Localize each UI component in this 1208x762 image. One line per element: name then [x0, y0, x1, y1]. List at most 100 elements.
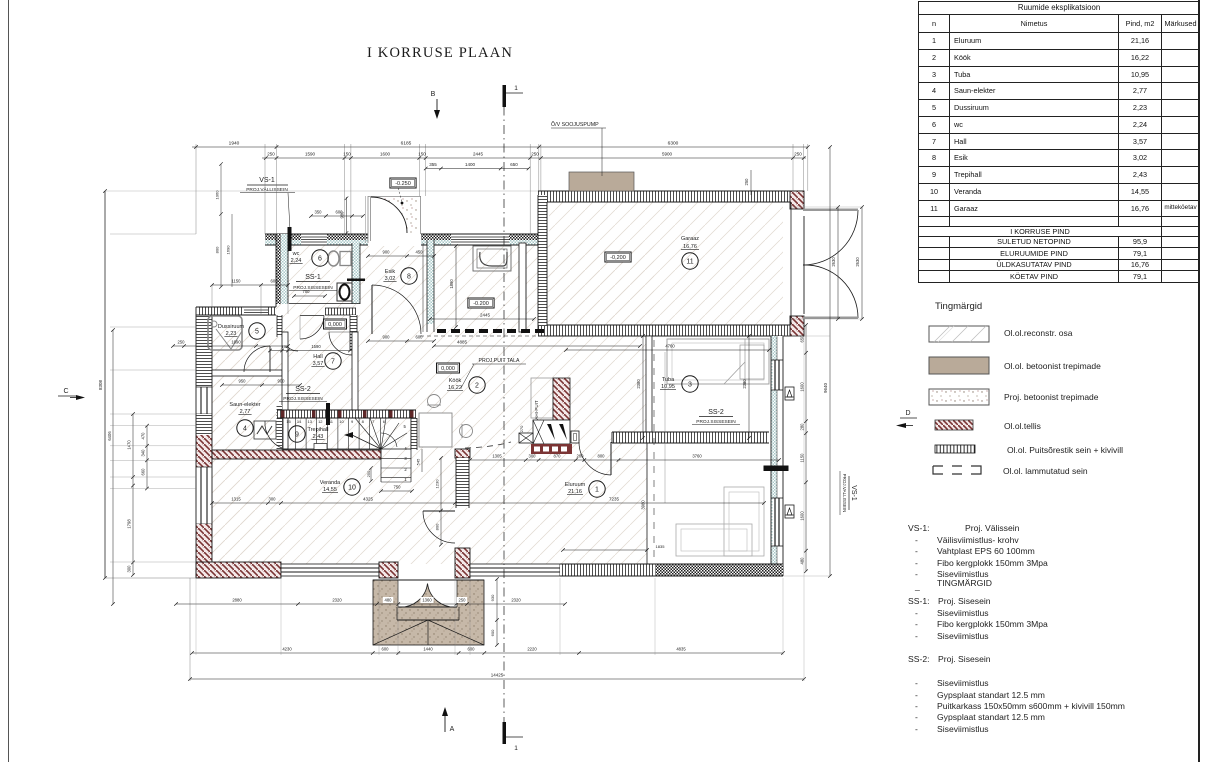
svg-text:VS-1: VS-1: [259, 177, 275, 184]
svg-text:1305: 1305: [492, 454, 502, 459]
svg-text:350: 350: [315, 210, 323, 215]
svg-text:10: 10: [348, 485, 356, 492]
svg-text:1590: 1590: [311, 344, 321, 349]
svg-text:1798: 1798: [127, 519, 132, 529]
svg-text:6: 6: [383, 419, 386, 424]
svg-text:600: 600: [468, 647, 476, 652]
svg-text:1600: 1600: [380, 152, 391, 157]
svg-text:B: B: [431, 91, 436, 98]
svg-text:9640: 9640: [823, 382, 828, 393]
svg-text:150: 150: [282, 344, 289, 349]
svg-text:0,000: 0,000: [441, 366, 455, 372]
svg-text:600: 600: [382, 647, 390, 652]
svg-text:480: 480: [385, 598, 393, 603]
svg-text:900: 900: [383, 250, 391, 255]
svg-text:1440: 1440: [423, 647, 433, 652]
svg-text:930: 930: [490, 594, 495, 601]
svg-text:2220: 2220: [527, 647, 537, 652]
svg-text:-0.200: -0.200: [473, 301, 489, 307]
svg-text:300: 300: [127, 565, 132, 573]
svg-text:1600: 1600: [800, 511, 805, 521]
svg-text:C: C: [63, 388, 68, 395]
svg-text:Trepihall: Trepihall: [308, 427, 329, 433]
svg-text:SS-2: SS-2: [708, 409, 724, 416]
svg-text:300: 300: [529, 454, 537, 459]
svg-text:2445: 2445: [473, 152, 484, 157]
svg-text:600: 600: [336, 210, 344, 215]
svg-text:2,43: 2,43: [313, 434, 324, 440]
svg-text:300: 300: [269, 497, 277, 502]
svg-text:1690: 1690: [226, 245, 231, 255]
svg-text:3: 3: [688, 382, 692, 389]
svg-text:2: 2: [404, 467, 407, 472]
svg-text:870: 870: [554, 454, 562, 459]
svg-text:PROJ.VALLISSEIN: PROJ.VALLISSEIN: [842, 474, 847, 513]
svg-text:340: 340: [141, 449, 146, 457]
svg-text:5: 5: [404, 424, 407, 429]
svg-text:1400: 1400: [465, 162, 476, 167]
svg-text:Ol.ol.reconstr. osa: Ol.ol.reconstr. osa: [1004, 328, 1073, 338]
svg-text:1: 1: [514, 745, 518, 752]
svg-text:15: 15: [286, 419, 291, 424]
svg-text:1: 1: [514, 85, 518, 92]
svg-text:Dussiruum: Dussiruum: [218, 324, 245, 330]
svg-text:9: 9: [295, 432, 299, 439]
svg-text:Hall: Hall: [313, 354, 322, 360]
svg-text:1835: 1835: [656, 544, 666, 549]
svg-text:1940: 1940: [229, 141, 240, 147]
svg-text:700: 700: [303, 289, 311, 294]
svg-text:-0,200: -0,200: [610, 255, 626, 261]
svg-text:4760: 4760: [665, 344, 675, 349]
svg-text:600: 600: [271, 279, 279, 284]
svg-text:450: 450: [416, 250, 424, 255]
svg-text:150: 150: [418, 152, 426, 157]
svg-text:VS-1: VS-1: [850, 485, 857, 501]
svg-text:6: 6: [318, 256, 322, 263]
svg-text:250: 250: [267, 152, 275, 157]
svg-text:Veranda: Veranda: [320, 480, 341, 486]
svg-text:250: 250: [178, 340, 186, 345]
svg-text:Proj. betoonist trepimade: Proj. betoonist trepimade: [1004, 392, 1099, 402]
svg-text:950: 950: [239, 379, 247, 384]
svg-text:Ol.ol. lammutatud sein: Ol.ol. lammutatud sein: [1003, 466, 1088, 476]
svg-text:1470: 1470: [127, 440, 132, 450]
svg-text:6185: 6185: [401, 141, 412, 147]
svg-text:SS-1: SS-1: [305, 274, 321, 281]
svg-text:355: 355: [429, 162, 437, 167]
svg-text:3,02: 3,02: [385, 276, 396, 282]
svg-text:3: 3: [404, 456, 407, 461]
svg-text:7235: 7235: [609, 497, 620, 502]
svg-text:3980: 3980: [641, 500, 646, 510]
svg-text:1890: 1890: [449, 279, 454, 289]
svg-text:5: 5: [255, 329, 259, 336]
svg-text:PROJ.SISSESEIN: PROJ.SISSESEIN: [283, 396, 323, 402]
svg-text:470: 470: [141, 432, 146, 440]
svg-text:1150: 1150: [231, 279, 241, 284]
svg-text:13: 13: [307, 419, 312, 424]
svg-text:650: 650: [800, 335, 805, 343]
svg-text:2,24: 2,24: [291, 258, 302, 264]
svg-text:1: 1: [595, 487, 599, 494]
svg-text:14,55: 14,55: [323, 487, 337, 493]
svg-text:PROJ.VÄLLISSEIN: PROJ.VÄLLISSEIN: [246, 186, 288, 193]
svg-text:3760: 3760: [692, 454, 702, 459]
svg-text:Esik: Esik: [385, 269, 396, 275]
svg-text:600: 600: [490, 629, 495, 636]
svg-text:660: 660: [141, 468, 146, 476]
svg-text:16,76: 16,76: [683, 244, 697, 250]
svg-text:250: 250: [744, 178, 749, 186]
svg-text:5900: 5900: [662, 152, 673, 157]
svg-text:SS-2: SS-2: [295, 386, 311, 393]
svg-text:Eluruum: Eluruum: [565, 482, 586, 488]
svg-text:2: 2: [475, 383, 479, 390]
svg-text:Ol.ol. Puitsõrestik sein + ki: Ol.ol. Puitsõrestik sein + kivivill: [1007, 445, 1123, 455]
svg-text:PROJ.PUIT TALA: PROJ.PUIT TALA: [479, 358, 520, 364]
svg-text:Ol.ol. betoonist trepimade: Ol.ol. betoonist trepimade: [1004, 361, 1101, 371]
svg-text:Garaaz: Garaaz: [681, 236, 699, 242]
svg-text:2630: 2630: [831, 257, 836, 267]
svg-text:1315: 1315: [231, 497, 241, 502]
svg-text:21,16: 21,16: [568, 489, 582, 495]
svg-text:I KORRUSE PLAAN: I KORRUSE PLAAN: [367, 45, 513, 61]
svg-text:250: 250: [531, 152, 539, 157]
svg-text:2630: 2630: [855, 257, 860, 267]
